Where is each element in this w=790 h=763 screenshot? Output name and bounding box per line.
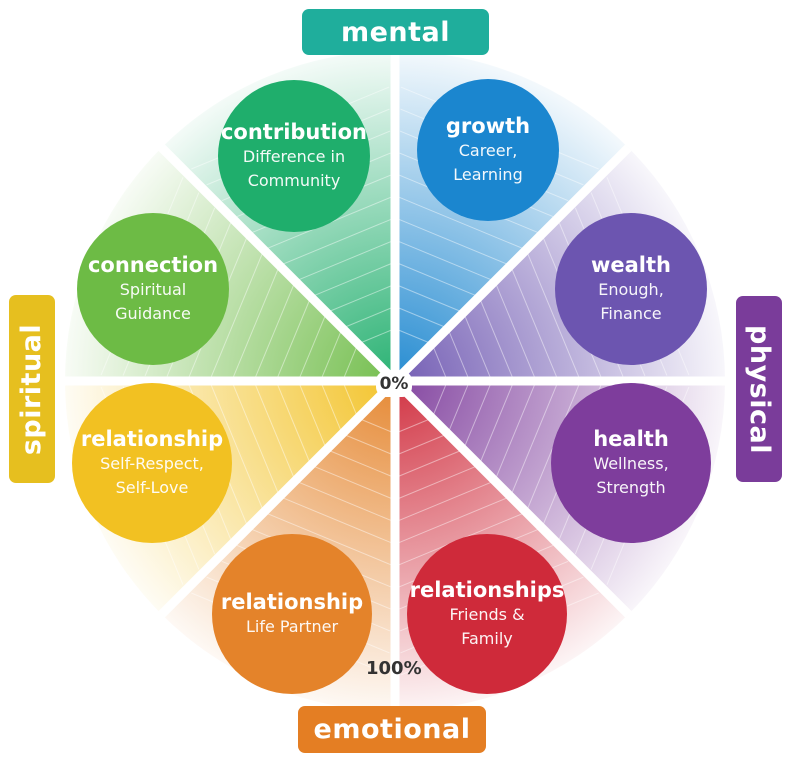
level-line xyxy=(511,384,558,494)
level-line xyxy=(328,449,394,478)
level-line xyxy=(511,268,558,378)
level-line xyxy=(398,196,523,249)
level-line xyxy=(313,262,393,297)
level-line xyxy=(395,328,432,344)
life-area-subtitle: Self-Love xyxy=(115,478,189,497)
category-label: emotional xyxy=(313,714,471,745)
level-line xyxy=(396,284,462,313)
level-line xyxy=(432,344,448,381)
life-area-subtitle: Life Partner xyxy=(245,617,339,636)
life-area-title: relationship xyxy=(220,590,364,614)
life-area-subtitle: Difference in xyxy=(242,147,346,166)
level-line xyxy=(358,328,395,344)
scale-outer-label: 100% xyxy=(366,658,422,679)
scale-center-label: 0% xyxy=(376,371,412,397)
wedge-separator xyxy=(158,377,399,618)
level-line xyxy=(397,481,493,522)
level-line xyxy=(463,314,492,380)
level-line xyxy=(297,240,393,281)
level-line xyxy=(313,465,393,500)
level-line xyxy=(276,299,311,379)
life-area-subtitle: Self-Respect, xyxy=(100,454,204,473)
wedge-separator xyxy=(391,144,632,385)
level-line xyxy=(495,283,536,379)
life-area-subtitle: Spiritual xyxy=(119,280,187,299)
level-line xyxy=(267,513,392,566)
life-area-subtitle: Enough, xyxy=(598,280,664,299)
level-line xyxy=(232,268,279,378)
level-line xyxy=(232,384,279,494)
level-line xyxy=(343,306,394,329)
life-area-title: growth xyxy=(445,114,531,138)
category-label: physical xyxy=(743,324,775,454)
level-line xyxy=(298,382,327,448)
level-line xyxy=(397,262,477,297)
level-line xyxy=(276,383,311,463)
life-area-title: wealth xyxy=(590,253,671,277)
level-line xyxy=(479,299,514,379)
category-label: mental xyxy=(340,16,451,48)
level-line xyxy=(395,418,432,434)
level-line xyxy=(358,418,395,434)
level-line xyxy=(447,329,470,380)
level-line xyxy=(396,449,462,478)
life-area-subtitle: Strength xyxy=(596,478,666,497)
life-area-subtitle: Community xyxy=(247,171,341,190)
level-line xyxy=(342,381,358,418)
level-line xyxy=(397,465,477,500)
level-line xyxy=(210,253,263,378)
level-line xyxy=(328,284,394,313)
level-line xyxy=(320,382,343,433)
life-area-subtitle: Wellness, xyxy=(593,454,669,473)
level-line xyxy=(398,218,508,265)
life-area-title: relationship xyxy=(80,427,224,451)
life-area-title: connection xyxy=(87,253,219,277)
level-line xyxy=(343,433,394,456)
level-line xyxy=(254,383,295,479)
life-area-title: health xyxy=(593,427,669,451)
category-tab-spiritual: spiritual xyxy=(9,295,55,483)
category-tab-physical: physical xyxy=(736,296,782,482)
level-line xyxy=(298,314,327,380)
life-area-subtitle: Guidance xyxy=(115,304,191,323)
level-line xyxy=(398,497,508,544)
life-area-title: relationships xyxy=(409,578,565,602)
level-line xyxy=(479,383,514,463)
level-line xyxy=(396,306,447,329)
level-line xyxy=(342,344,358,381)
level-line xyxy=(463,382,492,448)
level-line xyxy=(396,433,447,456)
level-line xyxy=(527,253,580,378)
life-area-subtitle: Friends & xyxy=(449,605,525,624)
level-line xyxy=(447,382,470,433)
category-label: spiritual xyxy=(16,323,48,455)
level-line xyxy=(495,383,536,479)
level-line xyxy=(320,329,343,380)
life-area-subtitle: Family xyxy=(461,629,513,648)
level-line xyxy=(432,381,448,418)
level-line xyxy=(254,283,295,379)
level-line xyxy=(297,481,393,522)
level-line xyxy=(210,384,263,509)
level-line xyxy=(282,497,392,544)
life-area-subtitle: Learning xyxy=(453,165,523,184)
life-area-subtitle: Career, xyxy=(458,141,518,160)
life-area-subtitle: Finance xyxy=(600,304,662,323)
category-tab-mental: mental xyxy=(302,9,489,55)
life-area-title: contribution xyxy=(220,120,367,144)
wedge-separator xyxy=(158,144,399,385)
category-tab-emotional: emotional xyxy=(298,706,486,753)
level-line xyxy=(397,240,493,281)
level-line xyxy=(282,218,392,265)
wedge-separator xyxy=(391,377,632,618)
